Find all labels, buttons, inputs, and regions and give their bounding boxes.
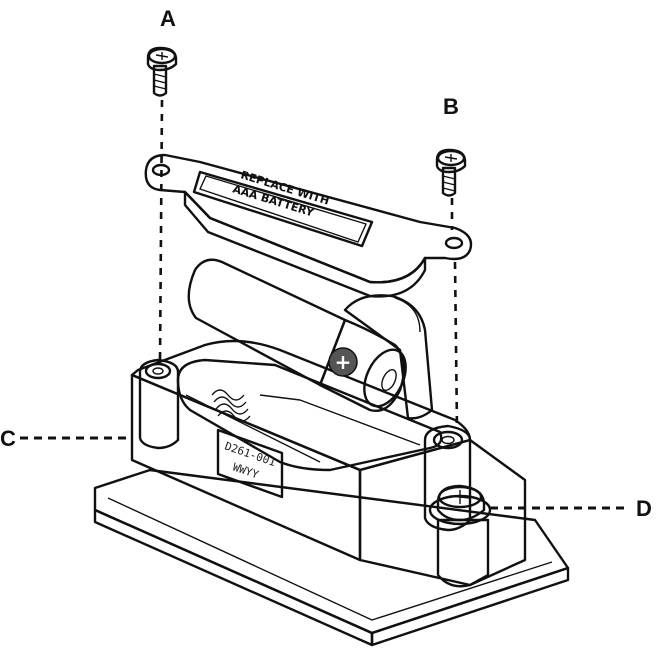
callout-b: B bbox=[443, 94, 459, 119]
battery-spring bbox=[211, 389, 251, 422]
screw-d bbox=[428, 484, 492, 526]
screw-a bbox=[146, 46, 178, 97]
base-plate bbox=[93, 468, 570, 647]
battery-negative-label: − bbox=[199, 280, 228, 313]
battery-cover: REPLACE WITH AAA BATTERY bbox=[144, 153, 473, 298]
screw-b bbox=[435, 148, 467, 197]
battery-post bbox=[343, 294, 434, 420]
housing: D261-001 WWYY bbox=[130, 339, 527, 588]
leader-b bbox=[450, 198, 459, 429]
leader-a bbox=[158, 99, 164, 361]
callout-c: C bbox=[0, 426, 16, 451]
callout-d: D bbox=[636, 496, 652, 521]
aaa-battery: + − bbox=[187, 258, 407, 412]
leader-lines bbox=[20, 99, 630, 510]
battery-positive-end bbox=[363, 348, 407, 408]
positive-marker bbox=[328, 347, 358, 377]
callout-a: A bbox=[160, 6, 176, 31]
battery-positive-label: + bbox=[335, 350, 352, 374]
housing-stamp-date: WWYY bbox=[231, 461, 261, 482]
